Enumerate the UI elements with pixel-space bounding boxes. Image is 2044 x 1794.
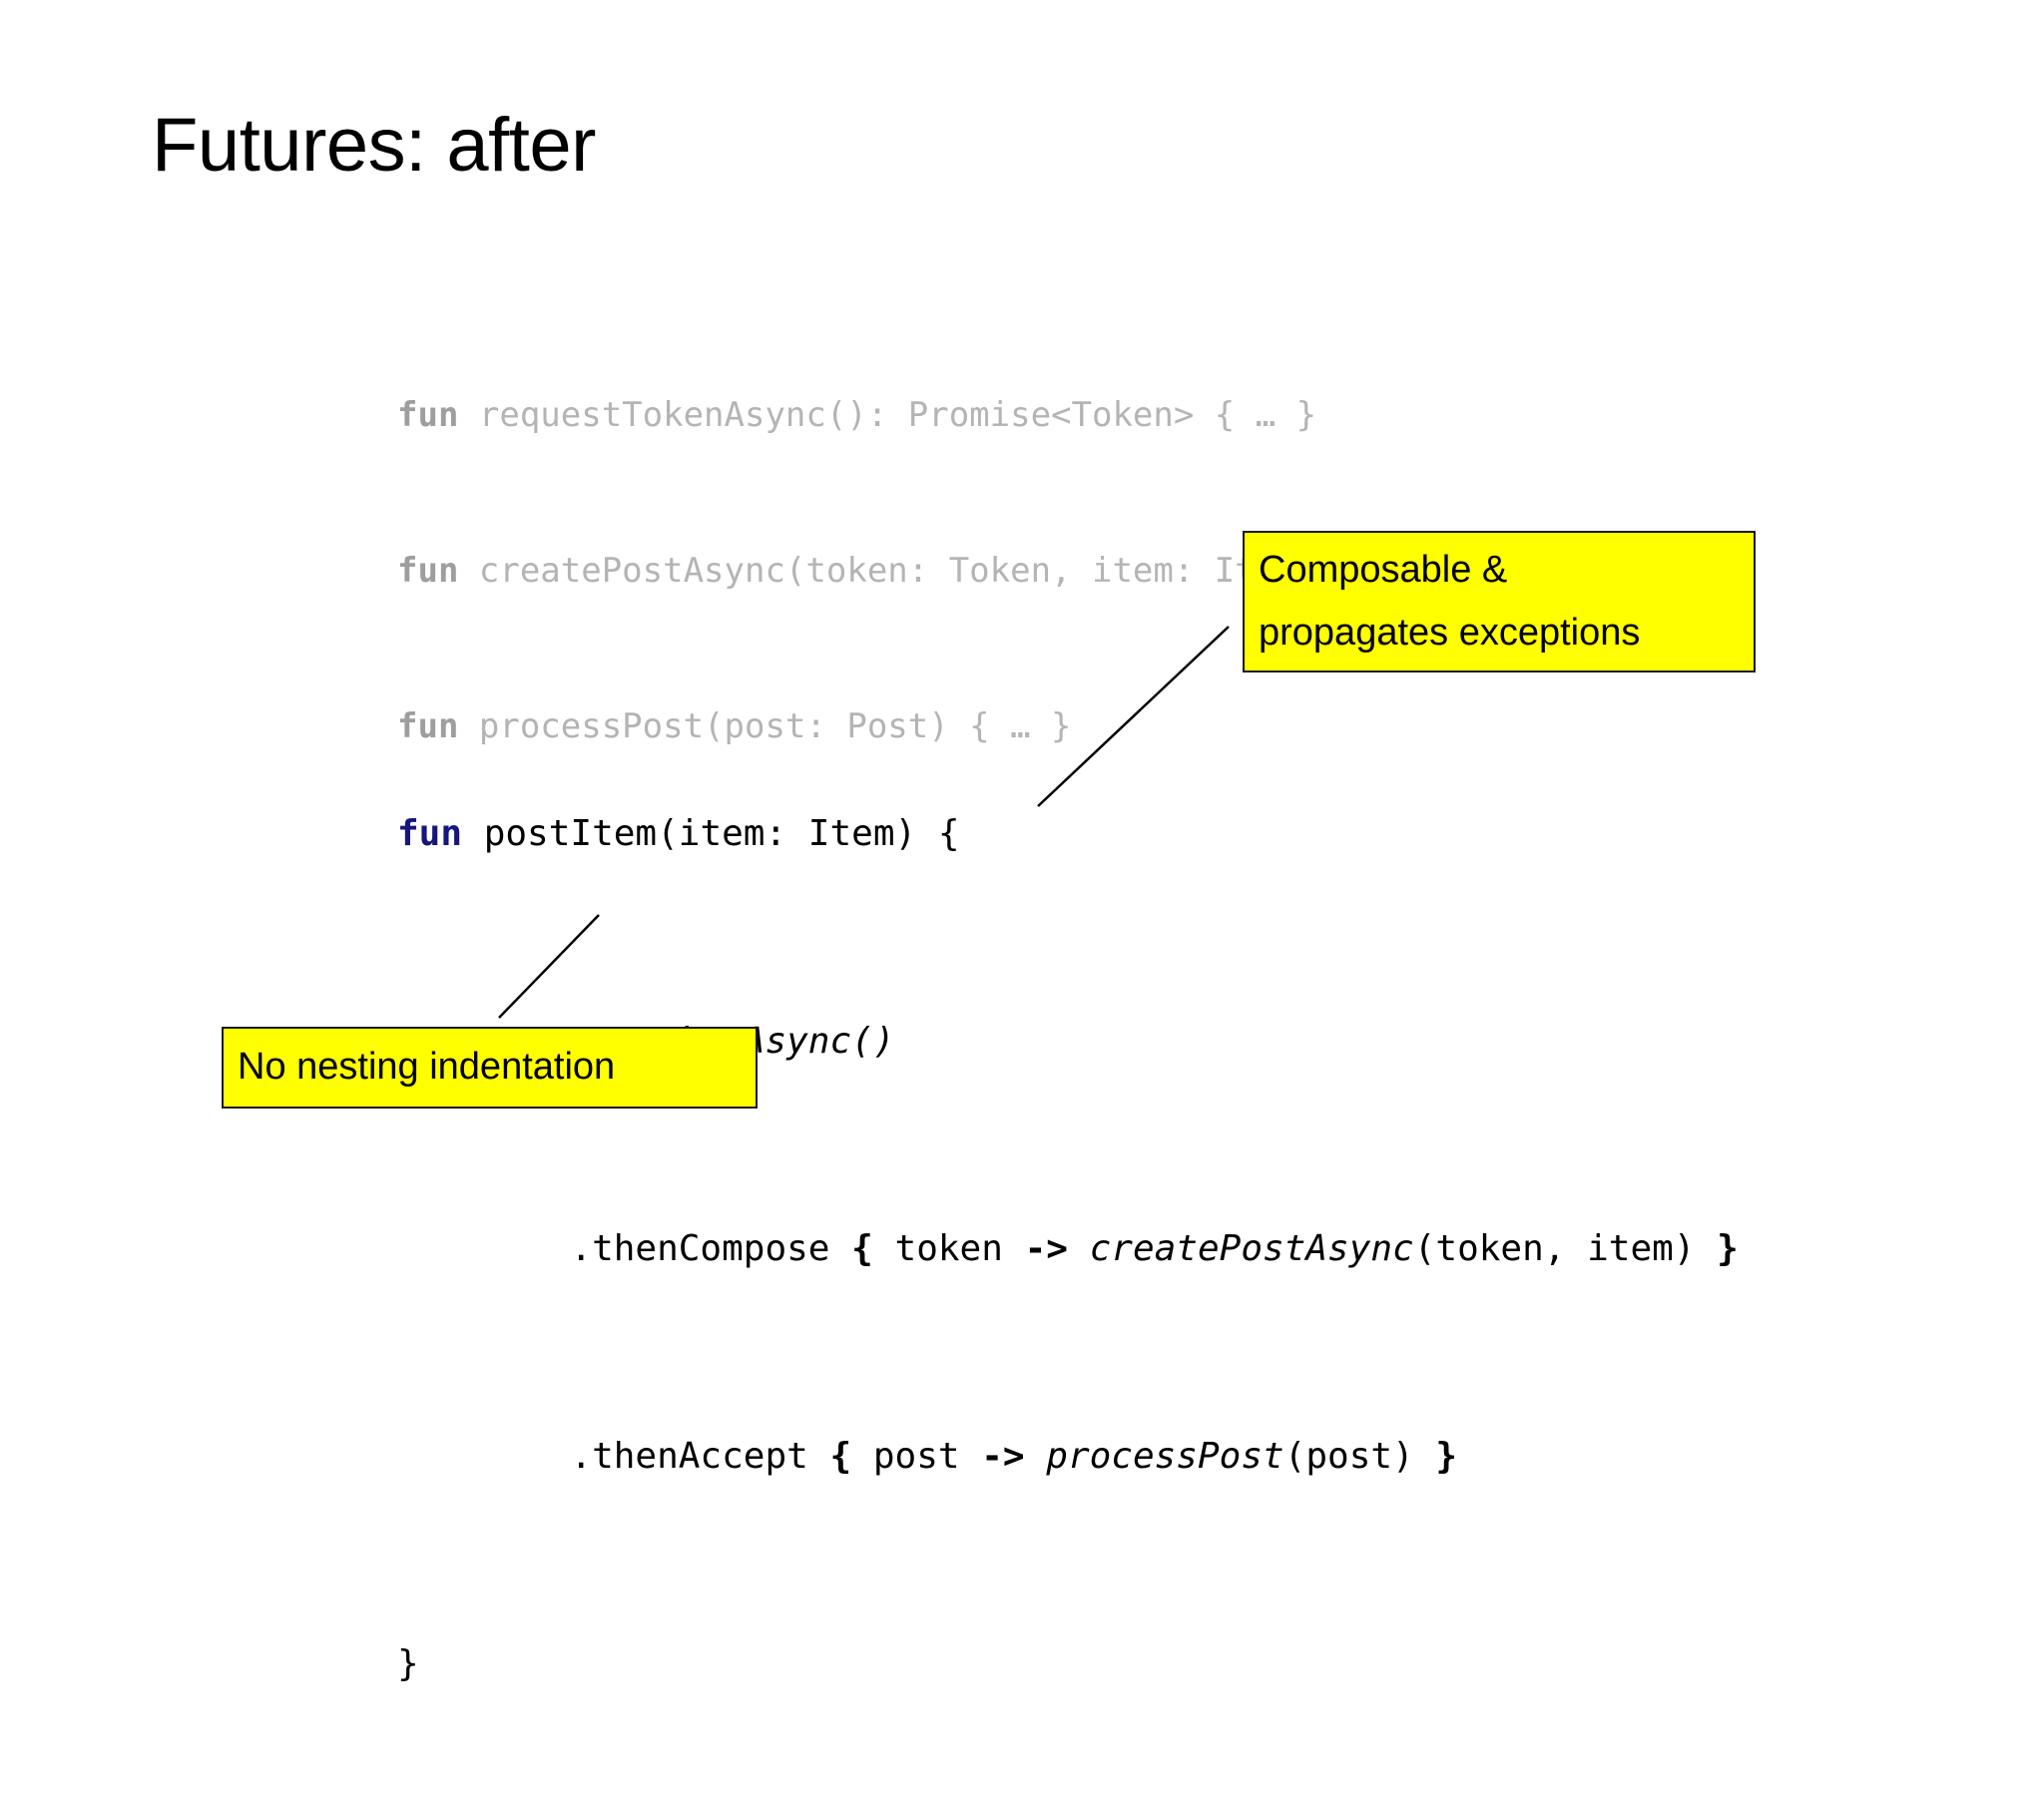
code-line-thenaccept: .thenAccept { post -> processPost(post) … (397, 1431, 1739, 1483)
code-call-args: (post) (1283, 1436, 1436, 1477)
kotlin-keyword-fun: fun (397, 395, 479, 435)
page-title: Futures: after (152, 103, 596, 188)
code-space (1068, 1228, 1090, 1269)
callout-composable-line-1: Composable & (1259, 549, 1508, 591)
code-space (1025, 1436, 1047, 1477)
code-method-thencompose: .thenCompose (570, 1228, 852, 1269)
callout-composable-line-2: propagates exceptions (1259, 612, 1641, 654)
kotlin-keyword-fun: fun (397, 551, 479, 591)
callout-composable: Composable & propagates exceptions (1243, 531, 1756, 673)
code-line-closing-brace: } (397, 1643, 419, 1684)
code-text: requestTokenAsync(): Promise<Token> { … … (478, 395, 1317, 435)
main-code-sample: fun postItem(item: Item) { requestTokenA… (397, 704, 1739, 1794)
code-lambda-param: post (851, 1436, 982, 1477)
callout-no-nesting-indentation: No nesting indentation (222, 1027, 758, 1109)
code-brace-close: } (1717, 1228, 1739, 1269)
kotlin-keyword-fun: fun (397, 813, 484, 854)
code-line-postitem-signature: fun postItem(item: Item) { (397, 808, 1739, 860)
code-arrow: -> (1024, 1228, 1068, 1269)
code-indent (397, 1436, 570, 1477)
code-method-thenaccept: .thenAccept (570, 1436, 830, 1477)
code-arrow: -> (981, 1436, 1025, 1477)
code-lambda-param: token (872, 1228, 1025, 1269)
kotlin-keyword-fun: fun (397, 706, 479, 746)
code-call-createpostasync: createPostAsync (1089, 1228, 1414, 1269)
code-call-args: (token, item) (1413, 1228, 1718, 1269)
slide-canvas: Futures: after fun requestTokenAsync(): … (152, 103, 1756, 1684)
code-brace-open: { (851, 1228, 873, 1269)
code-line-thencompose: .thenCompose { token -> createPostAsync(… (397, 1223, 1739, 1275)
code-brace-close: } (1435, 1436, 1458, 1477)
callout-indentation-line-1: No nesting indentation (238, 1046, 616, 1089)
code-call-processpost: processPost (1046, 1436, 1284, 1477)
code-brace-open: { (829, 1436, 852, 1477)
code-line: fun requestTokenAsync(): Promise<Token> … (397, 389, 1664, 441)
code-indent (397, 1228, 570, 1269)
code-text: postItem(item: Item) { (483, 813, 960, 854)
